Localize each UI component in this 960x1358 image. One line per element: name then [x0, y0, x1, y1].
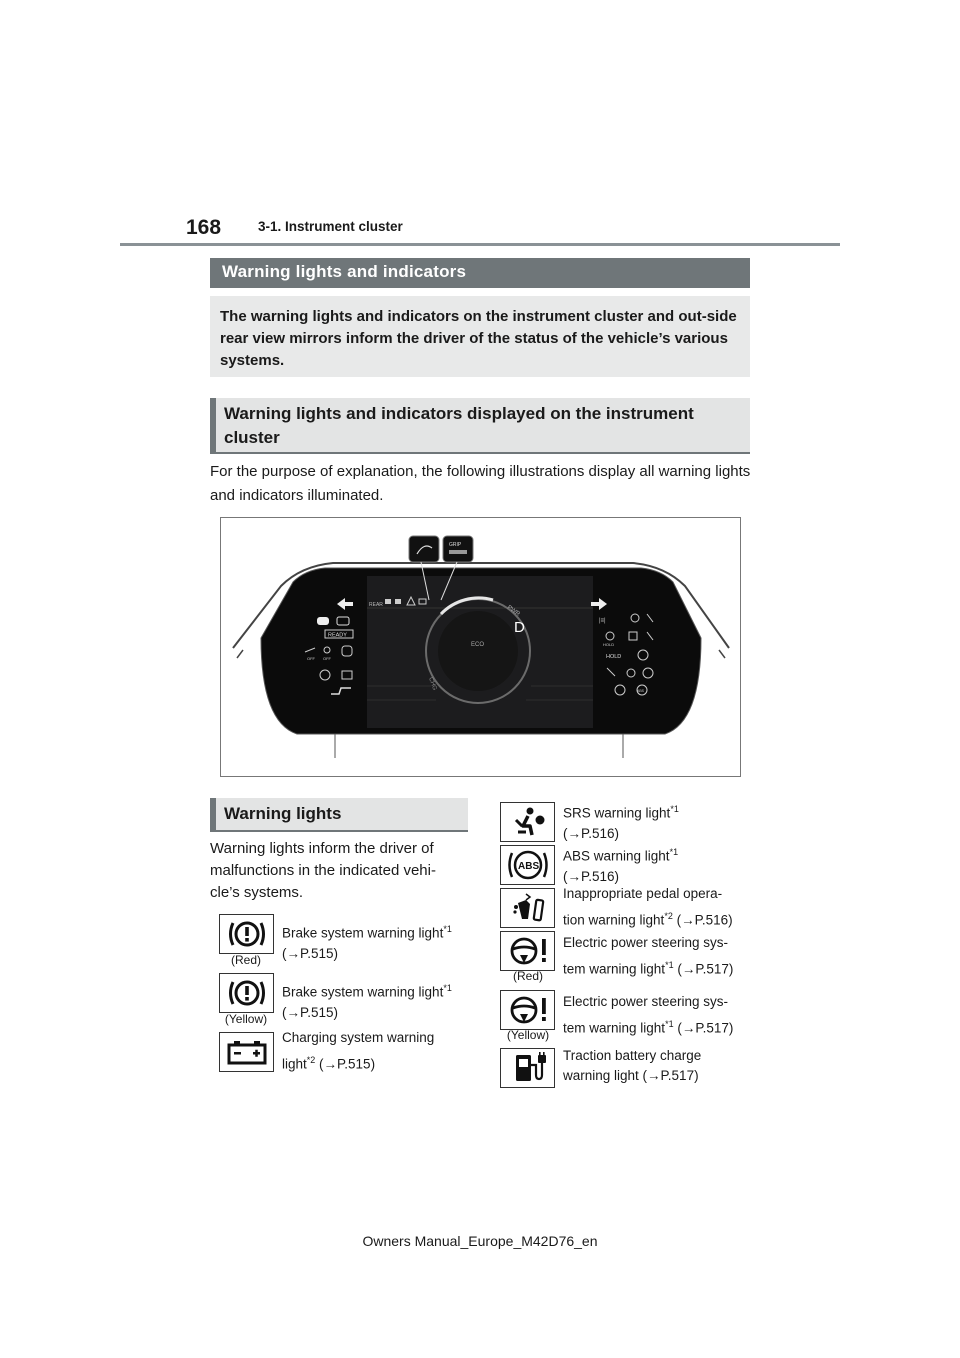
color-label: (Red)	[512, 969, 543, 983]
footer-document-id: Owners Manual_Europe_M42D76_en	[362, 1233, 598, 1249]
steering-warning-red-text: Electric power steering sys-tem warning …	[563, 935, 734, 977]
srs-warning-text: SRS warning light*1(→P.516)	[563, 804, 679, 841]
pedal-warning-text: Inappropriate pedal opera-tion warning l…	[563, 886, 733, 928]
abs-icon: ABS	[500, 845, 555, 885]
battery-icon	[219, 1032, 274, 1072]
svg-text:READY: READY	[328, 633, 347, 639]
brake-warning-red-icon	[219, 914, 274, 954]
svg-text:ABS: ABS	[518, 861, 539, 872]
brake-warning-yellow-text: Brake system warning light*1(→P.515)	[282, 983, 452, 1020]
svg-text:GRIP: GRIP	[449, 542, 462, 548]
instrument-cluster-figure: ECO PWR CHG D REAR GRIP READY OFF OFF |≡…	[220, 517, 741, 777]
pedal-operation-icon	[500, 888, 555, 928]
color-label: (Red)	[230, 953, 261, 967]
color-label: (Yellow)	[224, 1012, 268, 1026]
warning-lights-heading: Warning lights	[210, 798, 468, 830]
header-divider	[120, 243, 840, 246]
svg-text:OFF: OFF	[323, 656, 332, 661]
brake-warning-red-text: Brake system warning light*1(→P.515)	[282, 924, 452, 961]
section-title: 3-1. Instrument cluster	[258, 219, 403, 234]
charge-plug-icon	[500, 1048, 555, 1088]
warning-lights-description: Warning lights inform the driver of malf…	[210, 840, 436, 901]
svg-text:HOLD: HOLD	[603, 642, 614, 647]
svg-text:|≡|: |≡|	[599, 618, 606, 624]
cluster-description: For the purpose of explanation, the foll…	[210, 463, 751, 504]
svg-text:OFF: OFF	[307, 656, 316, 661]
eco-label: ECO	[471, 642, 484, 648]
brake-warning-yellow-icon	[219, 973, 274, 1013]
steering-warning-yellow-icon	[500, 990, 555, 1030]
subheading-rule	[210, 452, 750, 454]
svg-text:HOLD: HOLD	[606, 654, 621, 660]
cluster-subheading: Warning lights and indicators displayed …	[210, 398, 750, 452]
callout-wiper-icon	[408, 535, 440, 563]
main-heading-banner: Warning lights and indicators	[210, 258, 750, 288]
steering-warning-red-icon	[500, 931, 555, 971]
instrument-cluster-illustration: ECO PWR CHG D REAR GRIP READY OFF OFF |≡…	[232, 535, 730, 758]
gear-indicator: D	[514, 619, 525, 636]
warning-heading-rule	[210, 830, 468, 832]
svg-text:CHG: CHG	[427, 677, 437, 692]
svg-text:REAR: REAR	[369, 602, 383, 608]
abs-warning-text: ABS warning light*1(→P.516)	[563, 847, 679, 884]
srs-airbag-icon	[500, 802, 555, 842]
steering-warning-yellow-text: Electric power steering sys-tem warning …	[563, 994, 734, 1036]
intro-box: The warning lights and indicators on the…	[210, 296, 750, 377]
callout-grip-icon	[442, 535, 474, 563]
color-label: (Yellow)	[506, 1028, 550, 1042]
svg-text:ABS: ABS	[637, 689, 645, 693]
page-number: 168	[186, 216, 222, 239]
